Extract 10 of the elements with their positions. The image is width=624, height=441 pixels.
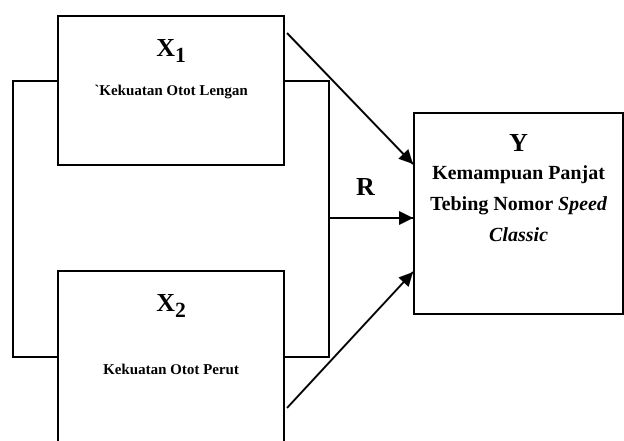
- variable-symbol: X$_{1}$: [156, 33, 186, 70]
- variable-name: Kemampuan Panjat Tebing Nomor Speed Classic: [429, 161, 608, 248]
- variable-symbol: X$_{2}$: [156, 288, 186, 324]
- connector-line: [12, 80, 57, 358]
- variable-name: `Kekuatan Otot Lengan: [93, 82, 249, 102]
- variable-box: [57, 270, 285, 441]
- variable-box: [413, 112, 624, 315]
- variable-symbol: Y: [509, 128, 528, 158]
- variable-name: Kekuatan Otot Perut: [102, 361, 240, 380]
- variable-box: [57, 15, 285, 166]
